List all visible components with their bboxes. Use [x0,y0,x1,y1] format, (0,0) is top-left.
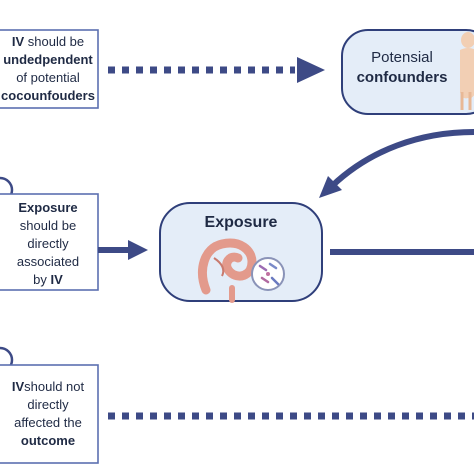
assumption-2-line-5-part-2: IV [50,272,63,287]
microbe-icon [251,257,285,291]
assumption-1-line-4: cocounfouders [1,88,95,103]
dotted-arrow-1-head [297,57,325,83]
assumption-3-line-1-part-1: IV [11,379,25,394]
assumption-1-box [0,29,99,109]
assumption-2-line-2: should be [19,218,77,233]
assumption-1-line-1-part-2: should be [24,34,85,49]
assumption-2-text: Exposure should be directly associated b… [0,199,96,289]
person-icon [460,32,474,110]
assumption-1-line-1-part-1: IV [11,34,25,49]
assumption-3-line-4: outcome [20,433,76,448]
assumption-1-line-2: undedpendent [3,52,93,67]
assumption-3-line-2: directly [27,397,69,412]
intestine-icon [198,238,257,303]
exposure-node-title: Exposure [204,214,278,231]
confounders-line-2: confounders [356,69,448,86]
assumption-2-line-5-part-1: by [33,272,51,287]
confounders-node-title: Potensial confounders [344,48,460,88]
confounder-curve-arrow-head [319,176,342,198]
assumption-2-line-4: associated [16,254,80,269]
assumption-3-text: IVshould not directly affected the outco… [0,378,96,450]
assumption-2-line-1: Exposure [18,200,78,215]
assumption-2-box [0,193,99,291]
assumption-2-line-3: directly [27,236,69,251]
solid-arrow-2-head [128,240,148,260]
assumption-3-line-1-part-2: should not [24,379,85,394]
confounders-line-1: Potensial [371,49,433,66]
assumption-3-box [0,364,99,464]
assumption-3-line-3: affected the [14,415,82,430]
assumption-1-text: IV should be undedpendent of potential c… [0,33,96,105]
assumption-1-line-3: of potential [16,70,80,85]
confounder-curve-arrow [329,129,474,189]
confounders-node [341,29,474,115]
